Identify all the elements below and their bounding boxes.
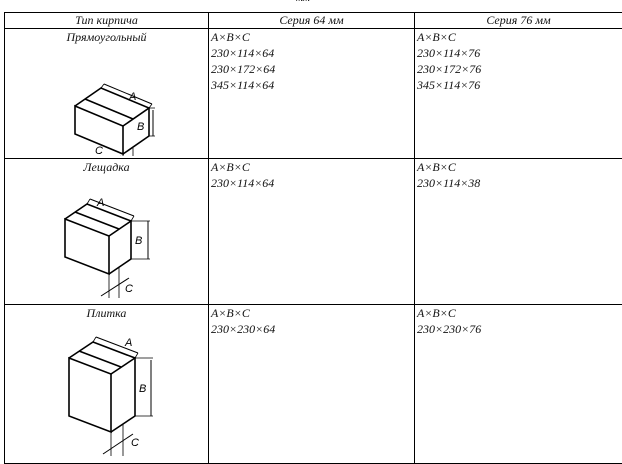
series-64-cell: A×B×C 230×230×64	[209, 305, 415, 464]
label-b: B	[139, 383, 146, 395]
brick-type-name: Лещадка	[5, 160, 208, 174]
label-c: C	[95, 145, 103, 156]
rectangular-brick-drawing: A B C	[5, 44, 209, 156]
series-64-dimensions: A×B×C 230×114×64 230×172×64 345×114×64	[209, 29, 414, 93]
label-a: A	[96, 197, 104, 209]
brick-sizes-table: Тип кирпича Серия 64 мм Серия 76 мм Прям…	[4, 12, 622, 464]
label-a: A	[124, 337, 132, 349]
series-76-dimensions: A×B×C 230×114×38	[415, 159, 622, 191]
series-76-dimensions: A×B×C 230×230×76	[415, 305, 622, 337]
series-76-cell: A×B×C 230×114×76 230×172×76 345×114×76	[415, 29, 622, 159]
dimension-line: A×B×C	[417, 29, 622, 45]
header-fragment: мм	[296, 0, 326, 2]
label-c: C	[125, 283, 133, 295]
brick-type-cell: Плитка A	[5, 305, 209, 464]
series-76-dimensions: A×B×C 230×114×76 230×172×76 345×114×76	[415, 29, 622, 93]
dimension-line: 230×114×64	[211, 45, 414, 61]
table-row: Лещадка A	[5, 159, 622, 305]
series-64-dimensions: A×B×C 230×230×64	[209, 305, 414, 337]
dimension-line: A×B×C	[417, 305, 622, 321]
table-row: Прямоугольный	[5, 29, 622, 159]
dimension-line: A×B×C	[417, 159, 622, 175]
dimension-line: 345×114×76	[417, 77, 622, 93]
dimension-labels: A B C	[95, 91, 144, 156]
dimension-line: 230×114×64	[211, 175, 414, 191]
flat-brick-drawing: A B C	[5, 174, 209, 302]
brick-type-cell: Прямоугольный	[5, 29, 209, 159]
dimension-line: A×B×C	[211, 29, 414, 45]
tile-brick-drawing: A B C	[5, 320, 209, 460]
series-64-dimensions: A×B×C 230×114×64	[209, 159, 414, 191]
dimension-line: A×B×C	[211, 159, 414, 175]
dimension-line: 230×230×64	[211, 321, 414, 337]
col-header-type: Тип кирпича	[5, 13, 209, 29]
dimension-line: 230×114×76	[417, 45, 622, 61]
brick-type-name: Плитка	[5, 306, 208, 320]
label-a: A	[128, 91, 136, 103]
label-c: C	[131, 437, 139, 449]
dimension-line: 230×172×64	[211, 61, 414, 77]
col-header-series-76: Серия 76 мм	[415, 13, 622, 29]
table-row: Плитка A	[5, 305, 622, 464]
dimension-line: A×B×C	[211, 305, 414, 321]
col-header-series-64: Серия 64 мм	[209, 13, 415, 29]
series-76-cell: A×B×C 230×114×38	[415, 159, 622, 305]
series-76-cell: A×B×C 230×230×76	[415, 305, 622, 464]
dimension-line: 230×172×76	[417, 61, 622, 77]
series-64-cell: A×B×C 230×114×64	[209, 159, 415, 305]
table-header-row: Тип кирпича Серия 64 мм Серия 76 мм	[5, 13, 622, 29]
dimension-line: 230×230×76	[417, 321, 622, 337]
dimension-line: 230×114×38	[417, 175, 622, 191]
label-b: B	[137, 121, 144, 133]
label-b: B	[135, 235, 142, 247]
dimension-line: 345×114×64	[211, 77, 414, 93]
series-64-cell: A×B×C 230×114×64 230×172×64 345×114×64	[209, 29, 415, 159]
brick-type-name: Прямоугольный	[5, 30, 208, 44]
brick-type-cell: Лещадка A	[5, 159, 209, 305]
